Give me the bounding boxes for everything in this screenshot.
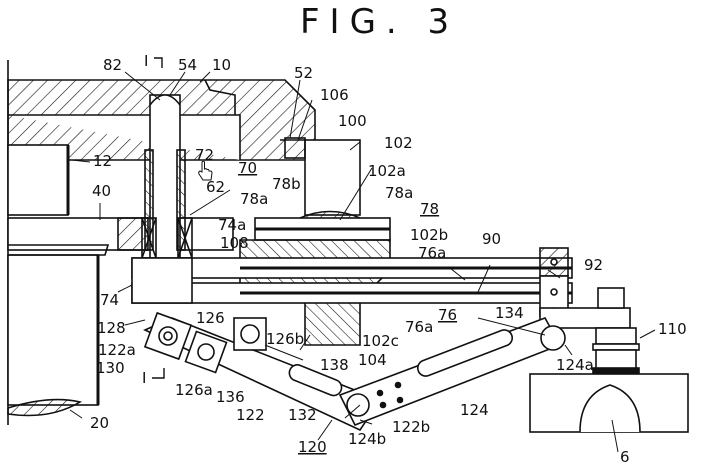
label-78a-right: 78a bbox=[385, 184, 413, 202]
label-40: 40 bbox=[92, 182, 111, 200]
label-102c: 102c bbox=[362, 332, 399, 350]
label-6: 6 bbox=[620, 448, 630, 466]
section-marker-top: I bbox=[144, 52, 148, 70]
label-54: 54 bbox=[178, 56, 197, 74]
bracket-126b bbox=[233, 317, 267, 351]
label-78: 78 bbox=[420, 200, 439, 218]
label-74: 74 bbox=[100, 291, 119, 309]
figure-title: FIG. 3 bbox=[300, 2, 460, 42]
bracket-126a bbox=[184, 330, 228, 374]
label-124a: 124a bbox=[556, 356, 594, 374]
label-122b: 122b bbox=[392, 418, 430, 436]
label-122: 122 bbox=[236, 406, 265, 424]
label-104: 104 bbox=[358, 351, 387, 369]
pivot-132 bbox=[346, 393, 370, 417]
bracket-122a bbox=[143, 311, 193, 361]
label-136: 136 bbox=[216, 388, 245, 406]
label-78b: 78b bbox=[272, 175, 301, 193]
label-102: 102 bbox=[384, 134, 413, 152]
label-74a: 74a bbox=[218, 216, 246, 234]
label-120: 120 bbox=[298, 438, 327, 456]
label-76: 76 bbox=[438, 306, 457, 324]
head-110 bbox=[595, 327, 637, 345]
label-78a-left: 78a bbox=[240, 190, 268, 208]
label-110: 110 bbox=[658, 320, 687, 338]
hub-74 bbox=[131, 257, 193, 304]
label-62: 62 bbox=[206, 178, 225, 196]
arm-bracket bbox=[539, 307, 631, 329]
label-12: 12 bbox=[93, 152, 112, 170]
label-102a: 102a bbox=[368, 162, 406, 180]
label-126: 126 bbox=[196, 309, 225, 327]
label-76a-bottom: 76a bbox=[405, 318, 433, 336]
label-10: 10 bbox=[212, 56, 231, 74]
shaft-54 bbox=[149, 94, 181, 261]
label-108: 108 bbox=[220, 234, 249, 252]
bracket-92-top bbox=[539, 247, 569, 277]
cylinder-20 bbox=[7, 254, 99, 406]
label-126b: 126b bbox=[266, 330, 304, 348]
bottle-6 bbox=[579, 384, 641, 433]
pivot-134 bbox=[540, 325, 566, 351]
label-90: 90 bbox=[482, 230, 501, 248]
hand-pointer-icon bbox=[198, 160, 213, 181]
label-138: 138 bbox=[320, 356, 349, 374]
label-122a: 122a bbox=[98, 341, 136, 359]
label-82: 82 bbox=[103, 56, 122, 74]
label-92: 92 bbox=[584, 256, 603, 274]
top-plate-recess bbox=[8, 114, 241, 160]
label-126a: 126a bbox=[175, 381, 213, 399]
label-106: 106 bbox=[320, 86, 349, 104]
label-70: 70 bbox=[238, 159, 257, 177]
label-134: 134 bbox=[495, 304, 524, 322]
bolt-52 bbox=[284, 137, 306, 159]
label-124b: 124b bbox=[348, 430, 386, 448]
column-12 bbox=[7, 144, 69, 216]
label-130: 130 bbox=[96, 359, 125, 377]
block-100 bbox=[304, 139, 361, 216]
label-132: 132 bbox=[288, 406, 317, 424]
label-76a-top: 76a bbox=[418, 244, 446, 262]
label-72: 72 bbox=[195, 146, 214, 164]
label-20: 20 bbox=[90, 414, 109, 432]
section-marker-bottom: I bbox=[142, 369, 146, 387]
label-102b: 102b bbox=[410, 226, 448, 244]
label-128: 128 bbox=[97, 319, 126, 337]
label-100: 100 bbox=[338, 112, 367, 130]
label-124: 124 bbox=[460, 401, 489, 419]
label-52: 52 bbox=[294, 64, 313, 82]
